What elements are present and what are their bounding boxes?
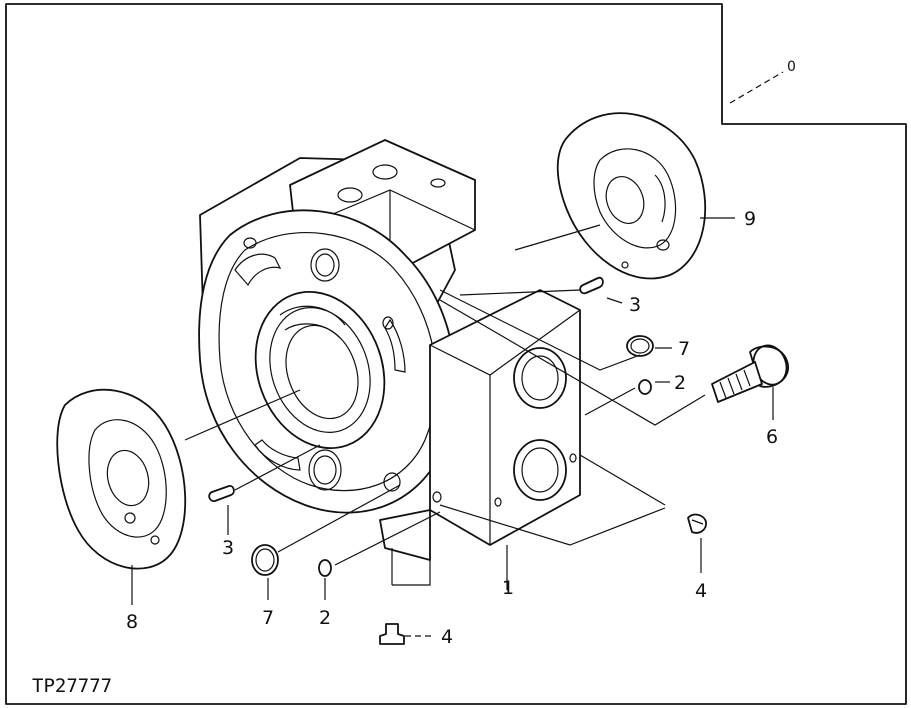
- plug-2-right: [638, 379, 652, 395]
- figure-reference-id: TP27777: [32, 675, 112, 697]
- callout-3-left: 3: [222, 537, 234, 559]
- callout-2-left: 2: [319, 607, 331, 629]
- callout-4-right: 4: [695, 580, 707, 602]
- diagram-frame: [5, 3, 907, 705]
- callout-9: 9: [744, 208, 756, 230]
- screw-4-bottom: [379, 623, 405, 645]
- callout-2-right: 2: [674, 372, 686, 394]
- screw-4-right: [687, 513, 707, 534]
- callout-7-left: 7: [262, 607, 274, 629]
- o-ring-7-left: [251, 544, 279, 576]
- o-ring-7-left-inner: [255, 548, 275, 572]
- port-plate-8: [56, 388, 187, 570]
- dowel-pin-3-left: [208, 485, 235, 502]
- dowel-pin-3-right: [579, 276, 604, 295]
- o-ring-7-right-inner: [630, 338, 650, 354]
- o-ring-7-right: [626, 335, 654, 357]
- callout-4-bottom: 4: [441, 626, 453, 648]
- housing-assembly: [198, 139, 581, 561]
- callout-0: 0: [787, 59, 796, 75]
- plug-2-left: [318, 559, 332, 577]
- cap-screw-6: [711, 344, 789, 403]
- callout-7-right: 7: [678, 338, 690, 360]
- callout-6: 6: [766, 426, 778, 448]
- callout-leaders: [131, 217, 774, 637]
- port-plate-9: [556, 112, 707, 280]
- callout-3-right: 3: [629, 294, 641, 316]
- callout-1: 1: [502, 577, 514, 599]
- callout-8: 8: [126, 611, 138, 633]
- assembly-centerlines: [184, 71, 784, 586]
